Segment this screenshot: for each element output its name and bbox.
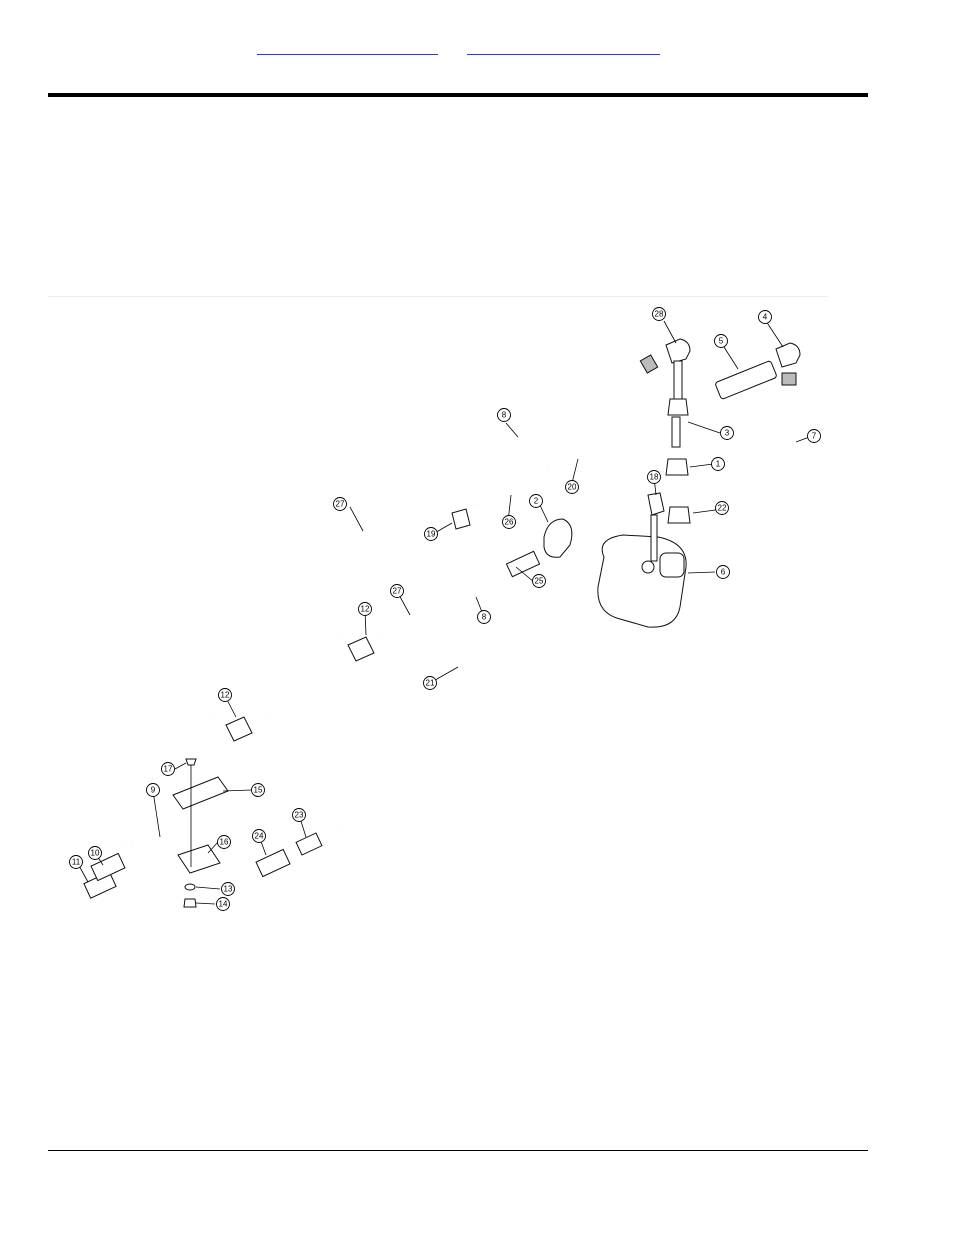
svg-text:4: 4	[763, 313, 768, 322]
callout-9: 9	[146, 783, 160, 797]
callout-27: 27	[333, 497, 347, 511]
callout-13: 13	[221, 882, 235, 896]
svg-text:10: 10	[91, 849, 100, 858]
svg-text:12: 12	[221, 691, 230, 700]
callout-20: 20	[565, 480, 579, 494]
callout-17: 17	[161, 762, 175, 776]
svg-text:12: 12	[361, 605, 370, 614]
index-link[interactable]	[467, 40, 660, 55]
svg-text:13: 13	[224, 885, 233, 894]
callout-2: 2	[529, 494, 543, 508]
callout-7: 7	[807, 429, 821, 443]
callout-15: 15	[251, 783, 265, 797]
svg-text:6: 6	[721, 568, 726, 577]
svg-text:15: 15	[254, 786, 263, 795]
callout-5: 5	[714, 334, 728, 348]
callout-8: 8	[477, 610, 491, 624]
svg-text:24: 24	[255, 832, 264, 841]
svg-text:18: 18	[650, 473, 659, 482]
svg-text:22: 22	[718, 504, 727, 513]
callout-23: 23	[292, 808, 306, 822]
svg-text:17: 17	[164, 765, 173, 774]
callout-10: 10	[88, 846, 102, 860]
footer-rule	[48, 1150, 868, 1151]
fittings	[83, 338, 801, 908]
callout-12: 12	[358, 602, 372, 616]
svg-text:7: 7	[812, 432, 817, 441]
header-rule	[48, 93, 868, 97]
callout-22: 22	[715, 501, 729, 515]
callout-11: 11	[69, 855, 83, 869]
callout-4: 4	[758, 310, 772, 324]
hose-lines	[120, 365, 795, 871]
callout-19: 19	[424, 527, 438, 541]
svg-text:14: 14	[219, 900, 228, 909]
callout-8: 8	[497, 408, 511, 422]
svg-text:23: 23	[295, 811, 304, 820]
svg-text:8: 8	[502, 411, 507, 420]
callout-14: 14	[216, 897, 230, 911]
callouts: 28 4 5 8 3 7 1 20 18 27 22 19 26 2 6 25 …	[69, 307, 821, 911]
callout-16: 16	[217, 835, 231, 849]
svg-text:26: 26	[505, 518, 514, 527]
callout-21: 21	[423, 676, 437, 690]
hydraulic-parts-diagram: 28 4 5 8 3 7 1 20 18 27 22 19 26 2 6 25 …	[48, 296, 828, 927]
svg-text:16: 16	[220, 838, 229, 847]
svg-text:9: 9	[151, 786, 156, 795]
callout-3: 3	[720, 426, 734, 440]
callout-28: 28	[652, 307, 666, 321]
diagram-drawing: 28 4 5 8 3 7 1 20 18 27 22 19 26 2 6 25 …	[69, 307, 821, 911]
callout-26: 26	[502, 515, 516, 529]
svg-text:20: 20	[568, 483, 577, 492]
callout-18: 18	[647, 470, 661, 484]
svg-text:5: 5	[719, 337, 724, 346]
svg-text:8: 8	[482, 613, 487, 622]
svg-text:21: 21	[426, 679, 435, 688]
svg-text:11: 11	[72, 858, 81, 867]
svg-text:28: 28	[655, 310, 664, 319]
callout-6: 6	[716, 565, 730, 579]
svg-text:1: 1	[716, 460, 721, 469]
svg-text:2: 2	[534, 497, 539, 506]
callout-25: 25	[532, 574, 546, 588]
svg-text:27: 27	[336, 500, 345, 509]
svg-text:25: 25	[535, 577, 544, 586]
callout-12: 12	[218, 688, 232, 702]
callout-1: 1	[711, 457, 725, 471]
svg-text:27: 27	[393, 587, 402, 596]
callout-24: 24	[252, 829, 266, 843]
toc-link[interactable]	[257, 40, 438, 55]
svg-text:3: 3	[725, 429, 730, 438]
callout-27: 27	[390, 584, 404, 598]
svg-text:19: 19	[427, 530, 436, 539]
